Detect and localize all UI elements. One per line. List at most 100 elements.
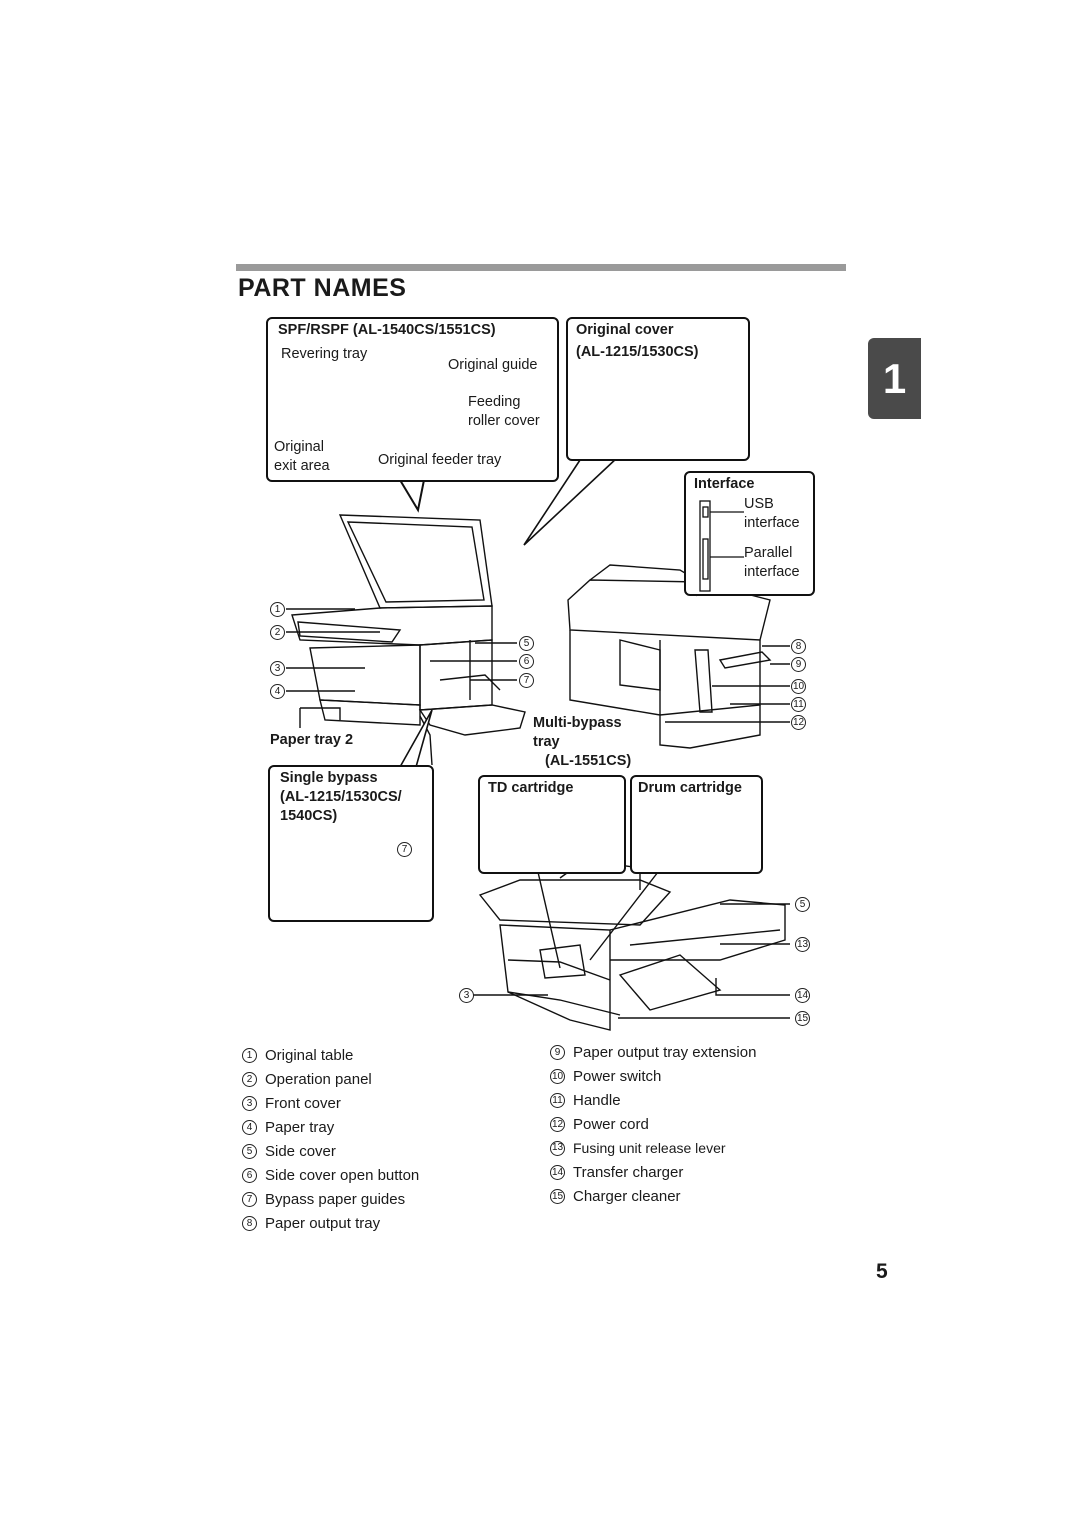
open-copier-illustration [478,859,786,1031]
legend-item: 12 Power cord [550,1116,649,1133]
callout-12: 12 [791,715,806,730]
legend-item: 15 Charger cleaner [550,1188,681,1205]
legend-label: Transfer charger [573,1164,684,1181]
drum-cartridge-box: Drum cartridge [630,775,763,874]
legend-number: 9 [550,1045,565,1060]
legend-label: Paper output tray extension [573,1044,757,1061]
parallel-label-2: interface [744,564,800,580]
legend-number: 12 [550,1117,565,1132]
legend-label: Handle [573,1092,621,1109]
legend-label: Front cover [265,1095,341,1112]
legend-number: 13 [550,1140,565,1156]
legend-item: 6 Side cover open button [242,1167,419,1184]
legend-item: 4 Paper tray [242,1119,334,1136]
callout-3-open: 3 [459,988,474,1003]
legend-number: 1 [242,1048,257,1063]
legend-number: 5 [242,1144,257,1159]
legend-label: Original table [265,1047,354,1064]
page-number: 5 [876,1260,888,1283]
usb-label-2: interface [744,515,800,531]
callout-13: 13 [795,937,810,952]
legend-label: Side cover open button [265,1167,420,1184]
callout-3: 3 [270,661,285,676]
legend-item: 1 Original table [242,1047,353,1064]
legend-item: 8 Paper output tray [242,1215,380,1232]
legend-item: 14 Transfer charger [550,1164,683,1181]
legend-label: Bypass paper guides [265,1191,406,1208]
legend-number: 2 [242,1072,257,1087]
parallel-label-1: Parallel [744,545,793,561]
interface-heading: Interface [694,476,755,492]
interface-box: Interface USB interface Parallel interfa… [684,471,815,596]
legend-item: 5 Side cover [242,1143,336,1160]
legend-number: 10 [550,1069,565,1084]
chapter-tab: 1 [868,338,921,419]
callout-11: 11 [791,697,806,712]
drum-cartridge-heading: Drum cartridge [638,780,742,796]
callout-5: 5 [519,636,534,651]
page-title: PART NAMES [238,274,407,302]
legend-label: Power switch [573,1068,662,1085]
td-cartridge-heading: TD cartridge [488,780,574,796]
single-bypass-heading-3: 1540CS) [280,808,338,824]
callout-10: 10 [791,679,806,694]
callout-4: 4 [270,684,285,699]
usb-label-1: USB [744,496,774,512]
callout-5-open: 5 [795,897,810,912]
cover-heading-1: Original cover [576,322,674,338]
legend-label: Paper output tray [265,1215,381,1232]
legend-item: 2 Operation panel [242,1071,372,1088]
callout-14: 14 [795,988,810,1003]
single-bypass-heading-2: (AL-1215/1530CS/ [280,789,402,805]
feeding-roller-label-1: Feeding [468,394,521,410]
legend-item: 3 Front cover [242,1095,341,1112]
feeder-tray-label: Original feeder tray [378,452,502,468]
legend-number: 3 [242,1096,257,1111]
callout-8: 8 [791,639,806,654]
legend-number: 14 [550,1165,565,1180]
spf-pointer [399,479,425,513]
header-rule [236,264,846,271]
legend-label: Fusing unit release lever [573,1140,726,1156]
legend-label: Paper tray [265,1119,335,1136]
cover-heading-2: (AL-1215/1530CS) [576,344,699,360]
legend-number: 8 [242,1216,257,1231]
legend-label: Charger cleaner [573,1188,681,1205]
multi-bypass-label-1: Multi-bypass [533,715,622,731]
single-bypass-heading-1: Single bypass [280,770,378,786]
callout-2: 2 [270,625,285,640]
legend-item: 10 Power switch [550,1068,661,1085]
legend-number: 15 [550,1189,565,1204]
multi-bypass-label-3: (AL-1551CS) [545,753,632,769]
legend-label: Power cord [573,1116,649,1133]
callout-6: 6 [519,654,534,669]
legend-number: 6 [242,1168,257,1183]
callout-15: 15 [795,1011,810,1026]
paper-tray-2-label: Paper tray 2 [270,732,354,748]
callout-1: 1 [270,602,285,617]
multi-bypass-label-2: tray [533,734,560,750]
main-copier-illustration [291,514,526,736]
spf-box: SPF/RSPF (AL-1540CS/1551CS) Revering tra… [266,317,559,482]
spf-heading: SPF/RSPF (AL-1540CS/1551CS) [278,322,496,338]
callout-7-bypass: 7 [397,842,412,857]
legend-label: Side cover [265,1143,336,1160]
original-cover-box: Original cover (AL-1215/1530CS) [566,317,750,461]
legend-number: 7 [242,1192,257,1207]
callout-7: 7 [519,673,534,688]
legend-item: 11 Handle [550,1092,621,1109]
legend-number: 4 [242,1120,257,1135]
single-bypass-pointer [399,709,433,768]
feeding-roller-label-2: roller cover [468,413,540,429]
legend-label: Operation panel [265,1071,372,1088]
legend-item: 13 Fusing unit release lever [550,1140,726,1156]
td-cartridge-box: TD cartridge [478,775,626,874]
callout-9: 9 [791,657,806,672]
exit-area-label-2: exit area [274,458,330,474]
original-guide-label: Original guide [448,357,538,373]
legend-number: 11 [550,1093,565,1108]
interface-ports-illustration [699,500,744,592]
legend-item: 9 Paper output tray extension [550,1044,756,1061]
exit-area-label-1: Original [274,439,324,455]
